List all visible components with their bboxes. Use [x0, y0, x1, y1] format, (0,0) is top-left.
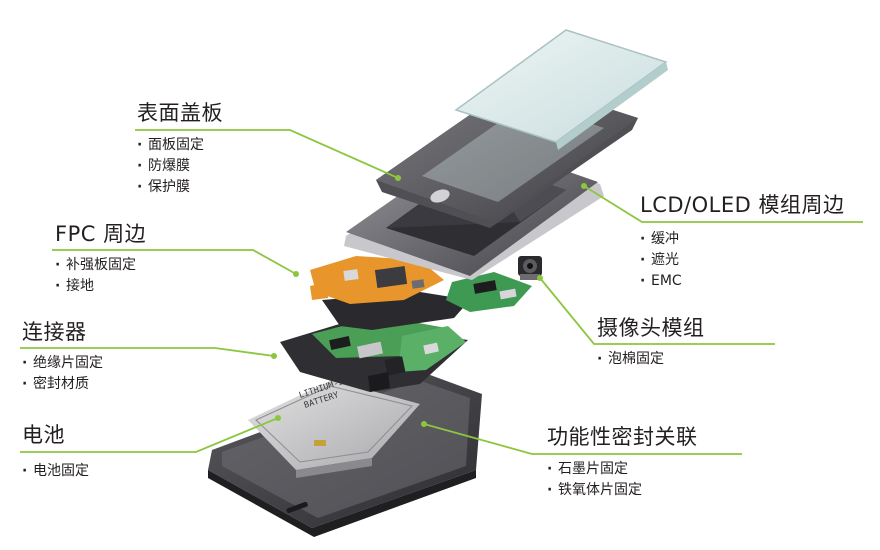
label-item: 防爆膜 — [137, 156, 223, 177]
label-item: 遮光 — [640, 250, 844, 271]
label-title-battery: 电池 — [22, 423, 65, 447]
connector-board — [280, 316, 468, 392]
label-title-camera: 摄像头模组 — [597, 316, 705, 340]
label-items-connector: 绝缘片固定 密封材质 — [22, 353, 103, 395]
camera-module — [518, 256, 542, 280]
label-group-seal: 功能性密封关联 石墨片固定 铁氧体片固定 — [547, 425, 698, 501]
leader-line-lcd — [583, 185, 863, 223]
label-items-fpc: 补强板固定 接地 — [55, 255, 146, 297]
label-title-lcd: LCD/OLED 模组周边 — [640, 193, 845, 217]
cover-glass — [454, 29, 668, 150]
label-group-fpc: FPC 周边 补强板固定 接地 — [55, 222, 146, 297]
label-item: 泡棉固定 — [597, 349, 705, 370]
leader-line-camera — [539, 277, 775, 345]
label-items-battery: 电池固定 — [22, 461, 89, 482]
label-item: 密封材质 — [22, 374, 103, 395]
leader-line-cover — [135, 129, 399, 179]
label-item: EMC — [640, 271, 844, 292]
label-items-lcd: 缓冲 遮光 EMC — [640, 229, 844, 292]
label-item: 面板固定 — [137, 135, 223, 156]
label-item: 缓冲 — [640, 229, 844, 250]
label-item: 绝缘片固定 — [22, 353, 103, 374]
label-items-cover: 面板固定 防爆膜 保护膜 — [137, 135, 223, 198]
label-group-battery: 电池 电池固定 — [22, 423, 89, 482]
label-title-cover: 表面盖板 — [137, 101, 223, 125]
label-item: 电池固定 — [22, 461, 89, 482]
label-group-lcd: LCD/OLED 模组周边 缓冲 遮光 EMC — [640, 193, 844, 292]
label-title-fpc: FPC 周边 — [55, 222, 147, 246]
label-item: 补强板固定 — [55, 255, 146, 276]
label-item: 铁氧体片固定 — [547, 480, 698, 501]
leader-line-battery — [20, 417, 279, 453]
label-title-connector: 连接器 — [22, 320, 87, 344]
fpc-flex — [310, 256, 470, 330]
display-driver-board — [446, 272, 532, 312]
label-item: 接地 — [55, 276, 146, 297]
leader-line-seal — [423, 423, 742, 455]
label-group-connector: 连接器 绝缘片固定 密封材质 — [22, 320, 103, 395]
label-item: 石墨片固定 — [547, 459, 698, 480]
label-title-seal: 功能性密封关联 — [547, 425, 698, 449]
leader-line-fpc — [52, 249, 297, 275]
leader-lines — [20, 129, 863, 455]
label-items-seal: 石墨片固定 铁氧体片固定 — [547, 459, 698, 501]
leader-line-connector — [20, 347, 275, 357]
label-items-camera: 泡棉固定 — [597, 349, 705, 370]
label-item: 保护膜 — [137, 177, 223, 198]
label-group-camera: 摄像头模组 泡棉固定 — [597, 316, 705, 370]
label-group-cover: 表面盖板 面板固定 防爆膜 保护膜 — [137, 101, 223, 198]
